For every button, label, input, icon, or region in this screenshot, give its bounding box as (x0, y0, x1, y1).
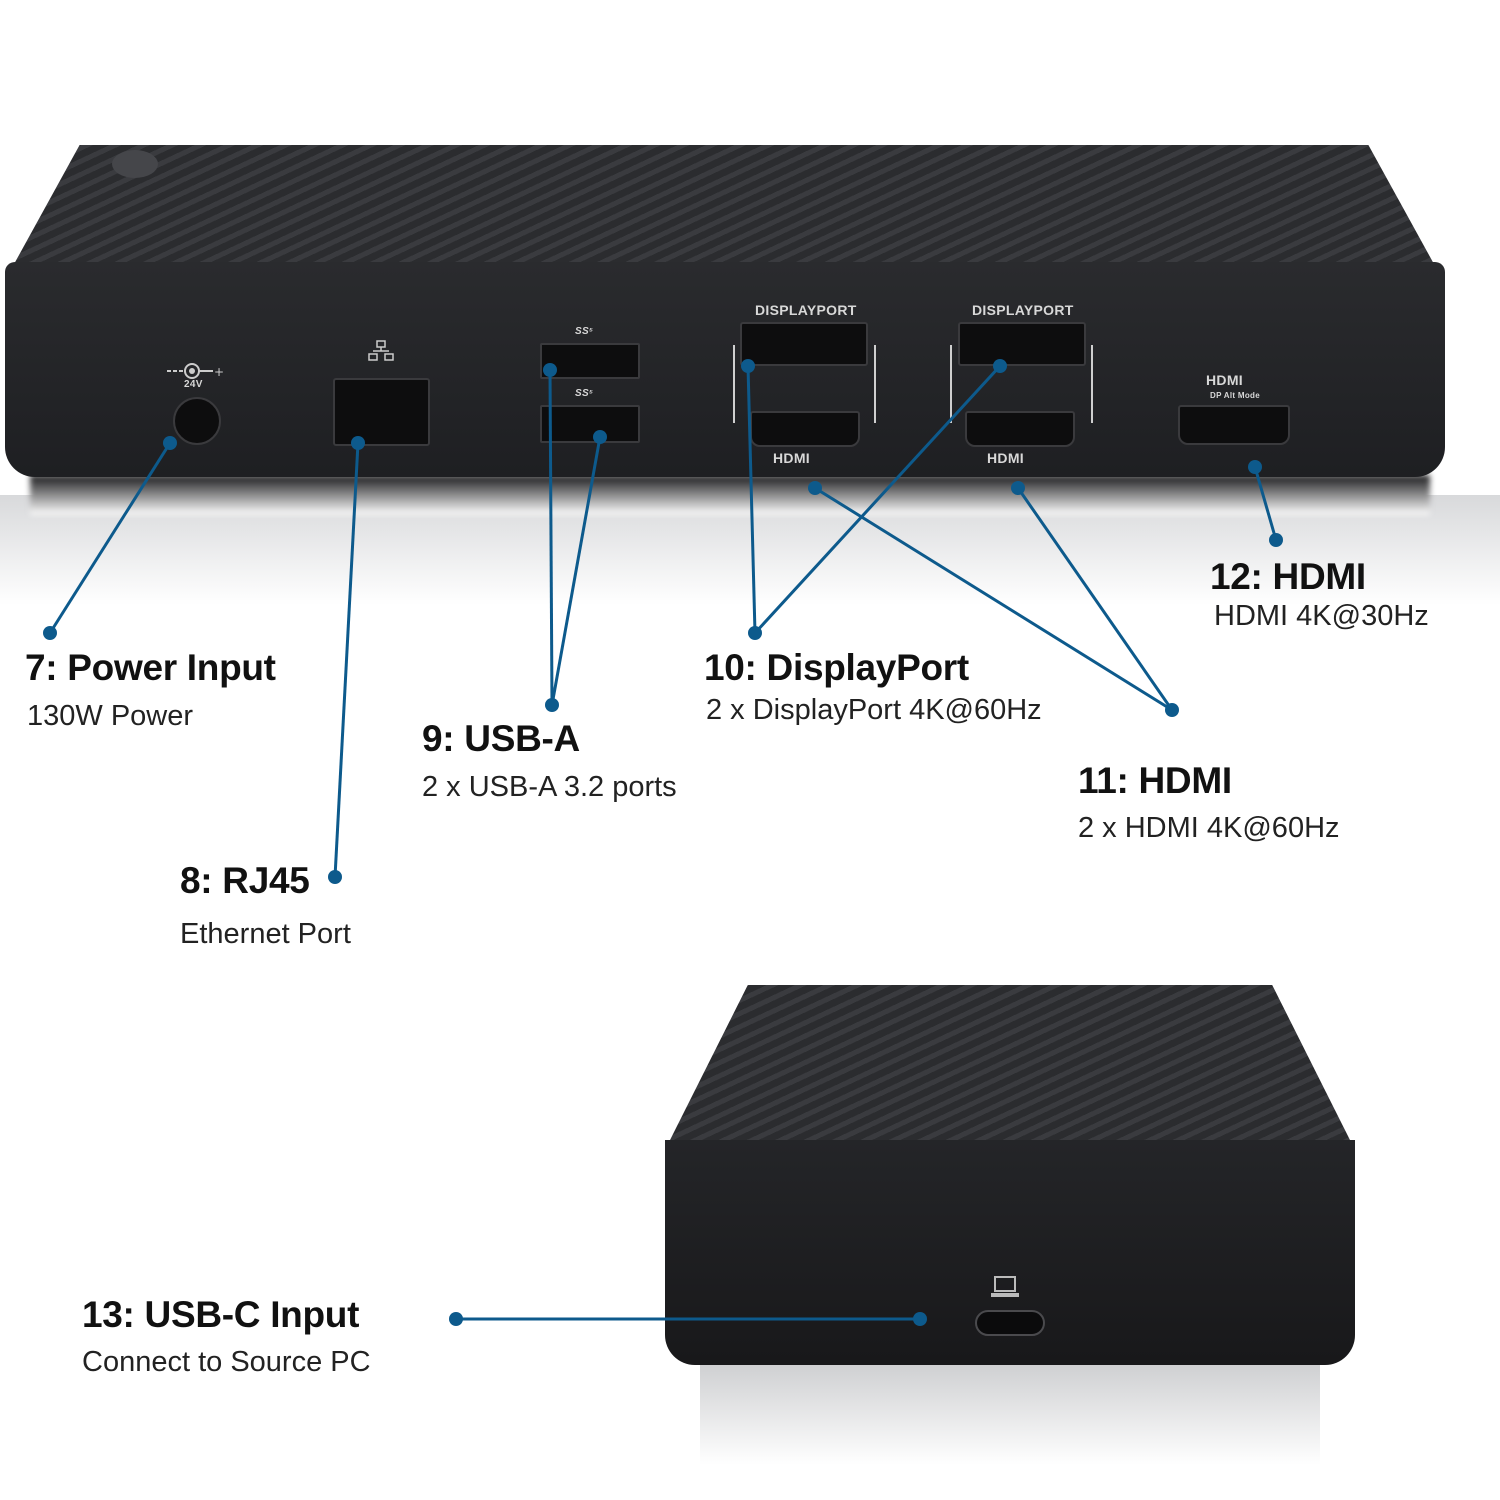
displayport-port-1 (740, 322, 868, 366)
power-button (112, 150, 158, 178)
usb-a-port-1 (540, 343, 640, 379)
dc-power-icon: + (167, 363, 223, 379)
usb-superspeed-icon: SS⁵ (575, 388, 594, 399)
power-voltage-label: 24V (184, 379, 203, 390)
callout-title: 8: RJ45 (180, 860, 310, 901)
dock-top-ribbed-surface (8, 145, 1440, 275)
callout-title: 9: USB-A (422, 718, 580, 759)
laptop-icon (991, 1276, 1019, 1297)
usb-c-port (975, 1310, 1045, 1336)
hdmi-port-1 (750, 411, 860, 447)
hdmi-port-3 (1178, 405, 1290, 445)
network-icon (368, 340, 394, 361)
callout-desc: 2 x HDMI 4K@60Hz (1078, 812, 1340, 844)
callout-title: 12: HDMI (1210, 556, 1366, 597)
svg-text:+: + (214, 365, 223, 379)
hdmi-logo-icon: HDMI (1206, 372, 1243, 388)
dock-front-top-surface (665, 985, 1355, 1150)
dock-front-reflection (700, 1365, 1320, 1465)
callout-desc: 2 x DisplayPort 4K@60Hz (706, 694, 1042, 726)
displayport-port-2 (958, 322, 1086, 366)
usb-a-port-2 (540, 405, 640, 443)
callout-desc: 2 x USB-A 3.2 ports (422, 771, 677, 803)
dc-power-port (173, 397, 221, 445)
usb-superspeed-icon: SS⁵ (575, 326, 594, 337)
displayport-label-1: DISPLAYPORT (755, 302, 857, 318)
callout-title: 7: Power Input (25, 647, 276, 688)
dp-alt-mode-label: DP Alt Mode (1210, 391, 1260, 400)
hdmi-logo-icon: HDMI (773, 450, 810, 466)
dock-base-shadow (30, 475, 1430, 515)
callout-desc: 130W Power (27, 700, 194, 732)
callout-desc: Connect to Source PC (82, 1346, 371, 1378)
hdmi-port-2 (965, 411, 1075, 447)
callout-title: 13: USB-C Input (82, 1294, 360, 1335)
callout-desc: Ethernet Port (180, 918, 351, 950)
callout-title: 10: DisplayPort (704, 647, 969, 688)
hdmi-logo-icon: HDMI (987, 450, 1024, 466)
callout-title: 11: HDMI (1078, 760, 1232, 801)
displayport-label-2: DISPLAYPORT (972, 302, 1074, 318)
dock-rear-view: + 24V SS⁵ SS⁵ DISPLAYPORT HDMI DISPLAYPO… (0, 0, 1500, 605)
callout-desc: HDMI 4K@30Hz (1214, 600, 1429, 632)
rj45-port (333, 378, 430, 446)
